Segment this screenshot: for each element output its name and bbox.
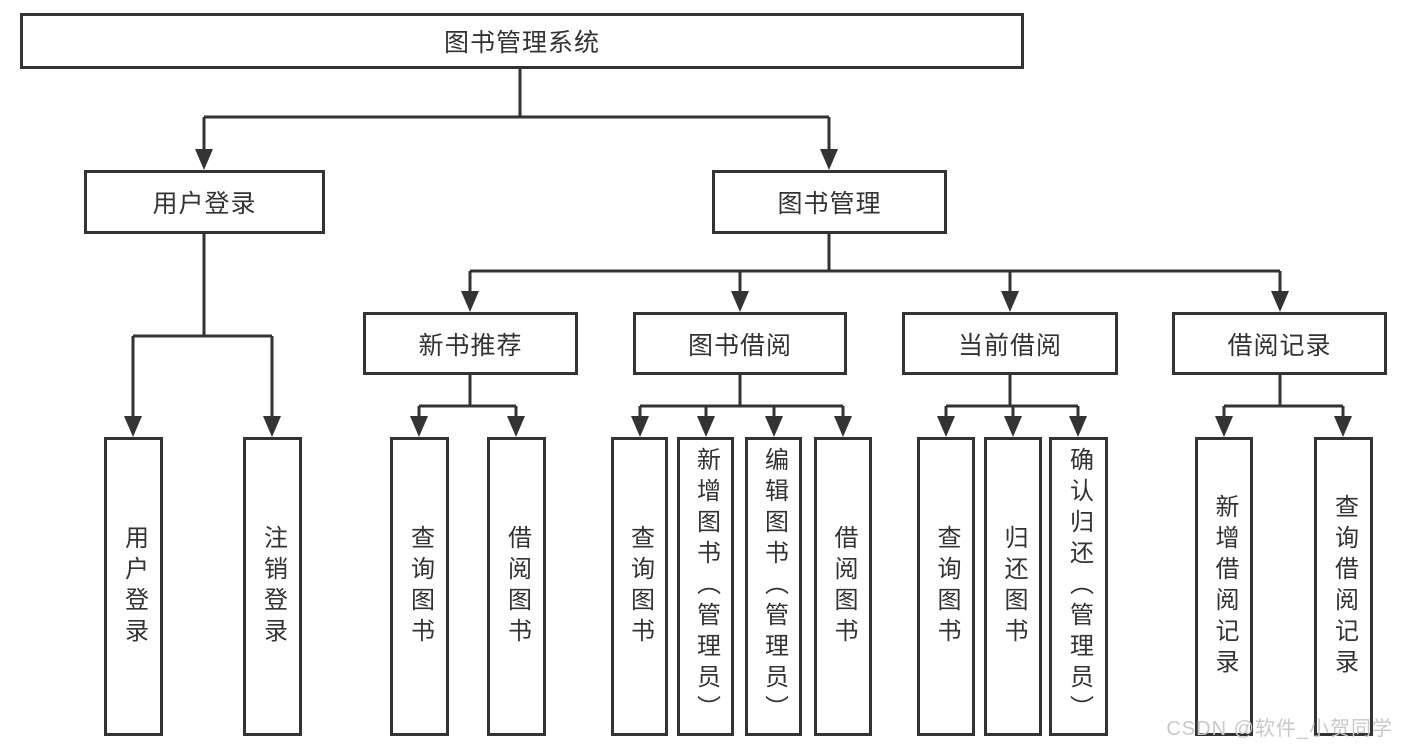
leaf-label: 用户登录 bbox=[120, 524, 148, 649]
edge-book-mgmt-to-children bbox=[468, 234, 1282, 300]
arrowhead bbox=[937, 416, 955, 437]
arrowhead bbox=[263, 416, 281, 437]
arrowhead bbox=[1215, 416, 1233, 437]
arrowhead bbox=[1271, 291, 1289, 312]
edge-user-login-to-children bbox=[131, 234, 274, 425]
leaf-query-borrow-record: 查询借阅记录 bbox=[1314, 437, 1373, 736]
edge-borrow-records-to-children bbox=[1222, 375, 1345, 425]
node-user-login: 用户登录 bbox=[84, 170, 325, 234]
arrowhead bbox=[731, 291, 749, 312]
arrowhead bbox=[820, 149, 838, 170]
leaf-label: 查询图书 bbox=[933, 524, 960, 649]
arrowhead bbox=[461, 291, 479, 312]
arrowhead bbox=[1334, 416, 1352, 437]
leaf-query-books-recommend: 查询图书 bbox=[390, 437, 449, 736]
node-library-system: 图书管理系统 bbox=[20, 13, 1024, 69]
leaf-label: 归还图书 bbox=[1000, 524, 1027, 649]
arrowheads bbox=[124, 149, 1352, 437]
edge-book-borrow-to-children bbox=[638, 375, 845, 425]
leaf-borrow-books: 借阅图书 bbox=[814, 437, 872, 736]
leaf-label: 确认归还（管理员） bbox=[1065, 447, 1093, 726]
leaf-logout: 注销登录 bbox=[243, 437, 302, 736]
node-borrow-records: 借阅记录 bbox=[1172, 312, 1387, 375]
leaf-add-borrow-record: 新增借阅记录 bbox=[1195, 437, 1253, 736]
arrowhead bbox=[834, 416, 852, 437]
leaf-query-books-current: 查询图书 bbox=[917, 437, 975, 736]
leaf-label: 新增图书（管理员） bbox=[692, 447, 720, 726]
leaf-edit-books-admin: 编辑图书（管理员） bbox=[745, 437, 802, 736]
leaf-label: 查询图书 bbox=[406, 524, 434, 649]
watermark: CSDN @软件_小贺同学 bbox=[1166, 718, 1393, 740]
arrowhead bbox=[1069, 416, 1087, 437]
arrowhead bbox=[124, 416, 142, 437]
leaf-borrow-books-recommend: 借阅图书 bbox=[487, 437, 546, 736]
arrowhead bbox=[765, 416, 783, 437]
leaf-return-books: 归还图书 bbox=[984, 437, 1042, 736]
arrowhead bbox=[507, 416, 525, 437]
edge-new-recommend-to-children bbox=[417, 375, 518, 425]
leaf-label: 查询图书 bbox=[626, 524, 654, 649]
leaf-label: 查询借阅记录 bbox=[1330, 493, 1358, 680]
node-new-book-recommend: 新书推荐 bbox=[363, 312, 578, 375]
leaf-label: 借阅图书 bbox=[830, 524, 857, 649]
leaf-label: 编辑图书（管理员） bbox=[760, 447, 788, 726]
leaf-label: 新增借阅记录 bbox=[1211, 493, 1238, 680]
edge-current-borrow-to-children bbox=[944, 375, 1080, 425]
arrowhead bbox=[195, 149, 213, 170]
leaf-add-books-admin: 新增图书（管理员） bbox=[677, 437, 734, 736]
node-current-borrow: 当前借阅 bbox=[902, 312, 1118, 375]
leaf-query-books-borrow: 查询图书 bbox=[611, 437, 668, 736]
leaf-label: 注销登录 bbox=[259, 524, 287, 649]
edge-root-to-level2 bbox=[202, 69, 831, 158]
leaf-user-login: 用户登录 bbox=[104, 437, 163, 736]
leaf-confirm-return-admin: 确认归还（管理员） bbox=[1049, 437, 1108, 736]
arrowhead bbox=[1004, 416, 1022, 437]
arrowhead bbox=[410, 416, 428, 437]
node-book-management: 图书管理 bbox=[712, 170, 947, 234]
arrowhead bbox=[697, 416, 715, 437]
node-book-borrow: 图书借阅 bbox=[633, 312, 847, 375]
leaf-label: 借阅图书 bbox=[503, 524, 531, 649]
arrowhead bbox=[631, 416, 649, 437]
arrowhead bbox=[1001, 291, 1019, 312]
